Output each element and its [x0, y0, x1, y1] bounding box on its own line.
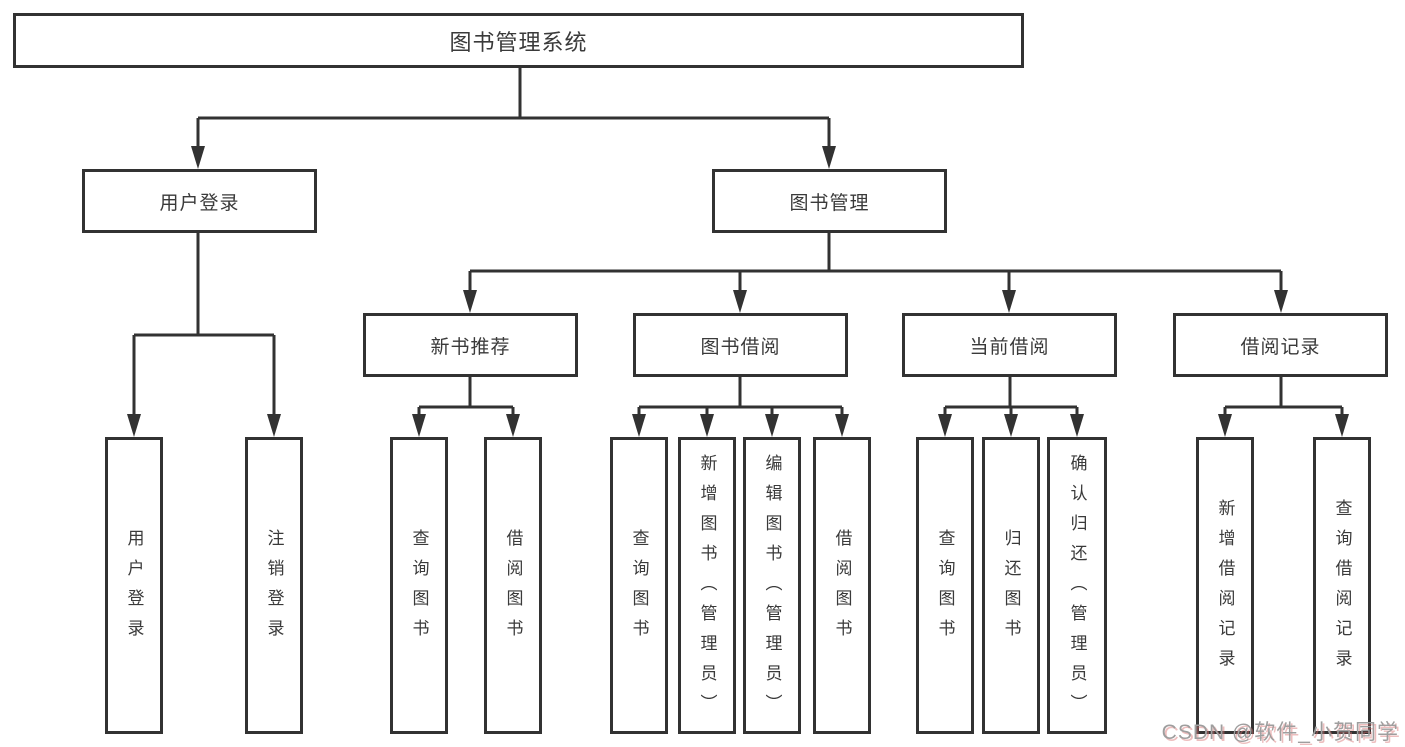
leaf-current-query-books: 查询图书 — [916, 437, 974, 734]
leaf-current-confirm-return-admin: 确认归还（管理员） — [1047, 437, 1107, 734]
leaf-logout-login: 注销登录 — [245, 437, 303, 734]
leaf-borrow-borrow-books: 借阅图书 — [813, 437, 871, 734]
node-new-book-recommend: 新书推荐 — [363, 313, 578, 377]
node-user-login: 用户登录 — [82, 169, 317, 233]
node-book-management: 图书管理 — [712, 169, 947, 233]
leaf-records-add-borrow-record: 新增借阅记录 — [1196, 437, 1254, 734]
leaf-borrow-query-books: 查询图书 — [610, 437, 668, 734]
leaf-borrow-edit-books-admin: 编辑图书（管理员） — [743, 437, 801, 734]
leaf-recommend-query-books: 查询图书 — [390, 437, 448, 734]
node-library-management-system: 图书管理系统 — [13, 13, 1024, 68]
leaf-borrow-add-books-admin: 新增图书（管理员） — [678, 437, 736, 734]
leaf-recommend-borrow-books: 借阅图书 — [484, 437, 542, 734]
leaf-user-login: 用户登录 — [105, 437, 163, 734]
csdn-watermark: CSDN @软件_小贺同学 — [1161, 721, 1399, 744]
leaf-current-return-books: 归还图书 — [982, 437, 1040, 734]
arrowhead-icons — [127, 146, 1349, 437]
leaf-records-query-borrow-record: 查询借阅记录 — [1313, 437, 1371, 734]
node-book-borrow: 图书借阅 — [633, 313, 848, 377]
node-current-borrow: 当前借阅 — [902, 313, 1117, 377]
node-borrow-records: 借阅记录 — [1173, 313, 1388, 377]
